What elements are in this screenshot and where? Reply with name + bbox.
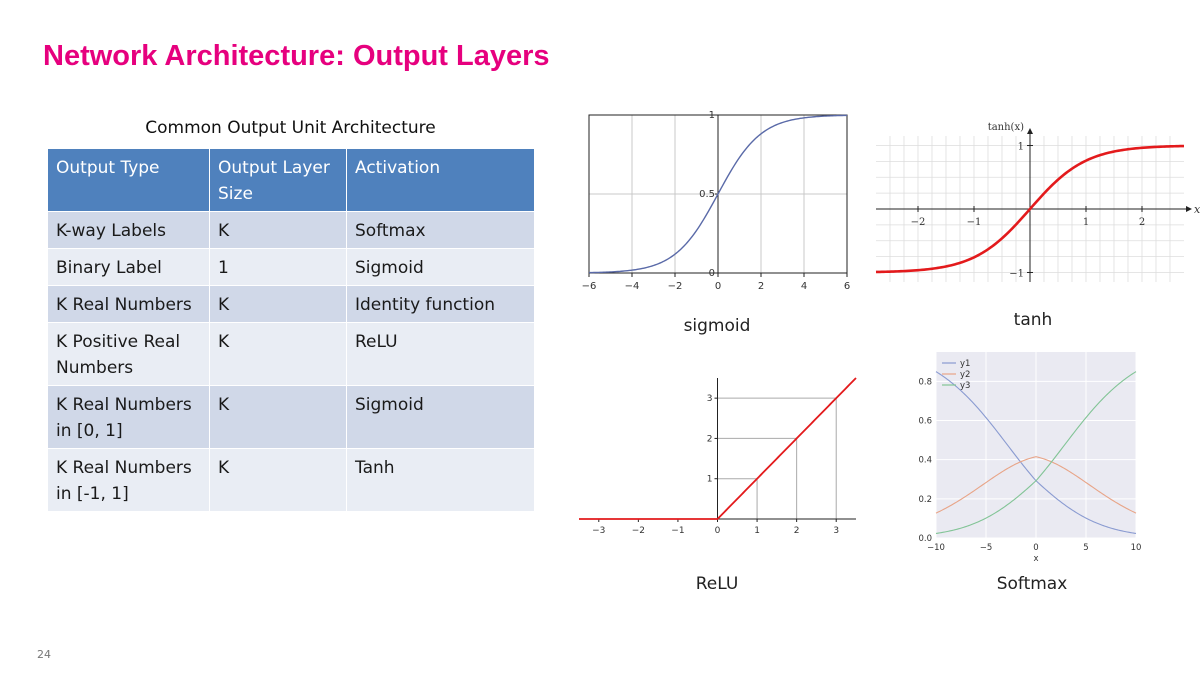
page-number: 24 bbox=[37, 648, 51, 661]
cell-output-type: K Real Numbers in [-1, 1] bbox=[47, 448, 210, 512]
softmax-curve-y2 bbox=[935, 456, 1137, 514]
x-tick-label: −3 bbox=[592, 526, 605, 536]
x-axis-arrow bbox=[1186, 206, 1192, 212]
cell-activation: Identity function bbox=[346, 285, 535, 323]
x-tick-label: 2 bbox=[1139, 217, 1145, 228]
tanh-curve bbox=[875, 144, 1185, 274]
x-tick-label: 6 bbox=[844, 281, 850, 292]
x-tick-label: −6 bbox=[582, 281, 597, 292]
y-tick-label: 0.5 bbox=[699, 189, 715, 200]
cell-layer-size: K bbox=[209, 285, 347, 323]
cell-output-type: Binary Label bbox=[47, 248, 210, 286]
x-tick-label: 3 bbox=[833, 526, 839, 536]
header-activation: Activation bbox=[346, 148, 535, 212]
x-tick-label: 2 bbox=[758, 281, 764, 292]
y-tick-label: 3 bbox=[707, 394, 713, 404]
x-tick-label: −2 bbox=[668, 281, 683, 292]
sigmoid-curve bbox=[588, 114, 848, 274]
table-row: Binary Label 1 Sigmoid bbox=[47, 248, 535, 286]
table-row: K-way Labels K Softmax bbox=[47, 211, 535, 249]
cell-layer-size: 1 bbox=[209, 248, 347, 286]
cell-output-type: K-way Labels bbox=[47, 211, 210, 249]
x-tick-label: 10 bbox=[1131, 543, 1142, 553]
cell-activation: Sigmoid bbox=[346, 385, 535, 449]
legend-label: y2 bbox=[960, 370, 970, 380]
tanh-caption: tanh bbox=[1013, 310, 1053, 330]
table-caption: Common Output Unit Architecture bbox=[145, 118, 436, 138]
x-tick-label: −10 bbox=[927, 543, 945, 553]
slide-title: Network Architecture: Output Layers bbox=[43, 40, 550, 72]
softmax-curve-y3 bbox=[935, 371, 1137, 534]
relu-curve bbox=[579, 377, 857, 520]
cell-activation: Tanh bbox=[346, 448, 535, 512]
x-tick-label: −4 bbox=[625, 281, 640, 292]
sigmoid-plot: −6 −4 −2 0 2 4 6 0 0.5 1 bbox=[582, 110, 851, 292]
y-tick-label: 0.6 bbox=[918, 417, 932, 427]
table-row: K Real Numbers in [-1, 1] K Tanh bbox=[47, 448, 535, 512]
x-axis-label: x bbox=[1194, 203, 1200, 216]
cell-output-type: K Real Numbers bbox=[47, 285, 210, 323]
y-tick-label: −1 bbox=[1009, 268, 1024, 279]
y-axis-label: tanh(x) bbox=[988, 122, 1024, 133]
legend-label: y3 bbox=[960, 381, 970, 391]
table-row: K Real Numbers K Identity function bbox=[47, 285, 535, 323]
cell-activation: Softmax bbox=[346, 211, 535, 249]
y-tick-label: 0.2 bbox=[918, 495, 932, 505]
x-tick-label: 1 bbox=[1083, 217, 1089, 228]
y-tick-label: 0.0 bbox=[918, 534, 932, 544]
softmax-caption: Softmax bbox=[996, 574, 1068, 594]
y-tick-label: 0 bbox=[709, 268, 715, 279]
x-tick-label: −1 bbox=[967, 217, 982, 228]
relu-caption: ReLU bbox=[695, 574, 739, 594]
y-tick-label: 0.4 bbox=[918, 456, 932, 466]
x-tick-label: −5 bbox=[980, 543, 993, 553]
x-tick-label: 0 bbox=[715, 526, 721, 536]
header-output-type: Output Type bbox=[47, 148, 210, 212]
table-row: K Real Numbers in [0, 1] K Sigmoid bbox=[47, 385, 535, 449]
y-axis-arrow bbox=[1027, 128, 1033, 134]
header-output-layer-size: Output Layer Size bbox=[209, 148, 347, 212]
cell-output-type: K Real Numbers in [0, 1] bbox=[47, 385, 210, 449]
y-tick-label: 1 bbox=[1018, 142, 1024, 153]
cell-layer-size: K bbox=[209, 385, 347, 449]
x-axis-label: x bbox=[1033, 554, 1038, 564]
x-tick-label: −1 bbox=[671, 526, 684, 536]
cell-activation: Sigmoid bbox=[346, 248, 535, 286]
x-tick-label: −2 bbox=[632, 526, 645, 536]
y-tick-label: 2 bbox=[707, 434, 713, 444]
cell-output-type: K Positive Real Numbers bbox=[47, 322, 210, 386]
cell-layer-size: K bbox=[209, 322, 347, 386]
cell-activation: ReLU bbox=[346, 322, 535, 386]
table-header-row: Output Type Output Layer Size Activation bbox=[47, 148, 535, 212]
x-tick-label: 0 bbox=[1033, 543, 1038, 553]
relu-plot: −3 −2 −1 0 1 2 3 1 2 3 bbox=[579, 377, 857, 536]
sigmoid-caption: sigmoid bbox=[683, 316, 751, 336]
cell-layer-size: K bbox=[209, 211, 347, 249]
y-tick-label: 1 bbox=[707, 475, 713, 485]
x-tick-label: 1 bbox=[754, 526, 760, 536]
output-unit-table: Output Type Output Layer Size Activation… bbox=[47, 148, 535, 512]
x-tick-label: 0 bbox=[715, 281, 721, 292]
table-row: K Positive Real Numbers K ReLU bbox=[47, 322, 535, 386]
legend-label: y1 bbox=[960, 359, 970, 369]
y-tick-label: 0.8 bbox=[918, 377, 932, 387]
x-tick-label: 4 bbox=[801, 281, 807, 292]
y-tick-label: 1 bbox=[709, 110, 715, 121]
cell-layer-size: K bbox=[209, 448, 347, 512]
x-tick-label: 2 bbox=[794, 526, 800, 536]
x-tick-label: −2 bbox=[911, 217, 926, 228]
tanh-plot: x tanh(x) −2 −1 1 2 −1 1 bbox=[875, 122, 1200, 282]
x-tick-label: 5 bbox=[1083, 543, 1088, 553]
